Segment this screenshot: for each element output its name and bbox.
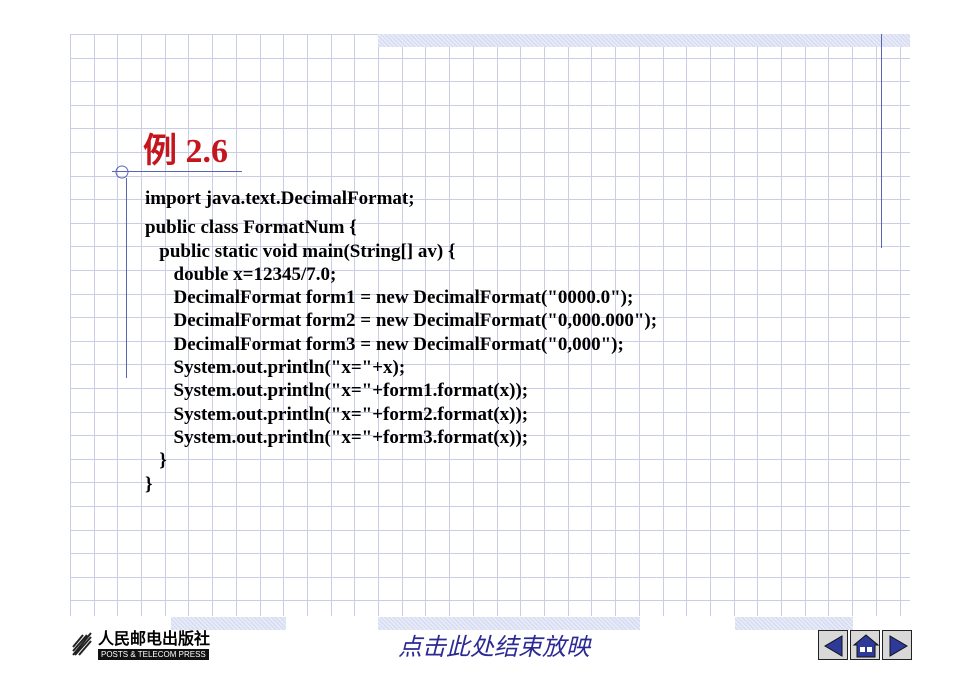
home-button[interactable] bbox=[850, 630, 880, 660]
code-line: double x=12345/7.0; bbox=[145, 263, 337, 285]
right-accent-line bbox=[881, 34, 882, 248]
code-line: System.out.println("x="+x); bbox=[145, 357, 406, 379]
publisher-logo-icon bbox=[72, 632, 92, 656]
left-accent-line bbox=[126, 178, 127, 378]
home-icon bbox=[852, 634, 880, 658]
publisher-logo: 人民邮电出版社 POSTS & TELECOM PRESS bbox=[71, 629, 231, 663]
right-triangle-icon bbox=[889, 635, 908, 657]
code-line: DecimalFormat form1 = new DecimalFormat(… bbox=[145, 287, 634, 309]
code-line: import java.text.DecimalFormat; bbox=[145, 188, 415, 209]
title-underline bbox=[112, 171, 242, 172]
end-show-link[interactable]: 点击此处结束放映 bbox=[398, 633, 590, 661]
code-line: } bbox=[145, 473, 153, 495]
code-line: } bbox=[145, 450, 167, 472]
next-slide-button[interactable] bbox=[882, 630, 912, 660]
footer-hatch-center bbox=[378, 617, 640, 630]
footer-hatch-left bbox=[171, 617, 286, 630]
footer-hatch-right bbox=[735, 617, 853, 630]
code-line: public static void main(String[] av) { bbox=[145, 240, 456, 262]
code-line: public class FormatNum { bbox=[145, 217, 357, 239]
code-line: System.out.println("x="+form1.format(x))… bbox=[145, 380, 529, 402]
code-line: DecimalFormat form2 = new DecimalFormat(… bbox=[145, 310, 658, 332]
title-corner-marker bbox=[115, 165, 129, 179]
publisher-name-en: POSTS & TELECOM PRESS bbox=[98, 649, 209, 660]
top-hatch-bar bbox=[378, 34, 910, 47]
previous-slide-button[interactable] bbox=[818, 630, 848, 660]
code-line: System.out.println("x="+form2.format(x))… bbox=[145, 403, 529, 425]
code-listing: import java.text.DecimalFormat; public cl… bbox=[145, 187, 657, 496]
left-triangle-icon bbox=[824, 635, 843, 657]
publisher-name-cn: 人民邮电出版社 bbox=[98, 629, 211, 648]
code-line: DecimalFormat form3 = new DecimalFormat(… bbox=[145, 333, 624, 355]
slide-title: 例 2.6 bbox=[143, 133, 228, 170]
code-line: System.out.println("x="+form3.format(x))… bbox=[145, 426, 529, 448]
